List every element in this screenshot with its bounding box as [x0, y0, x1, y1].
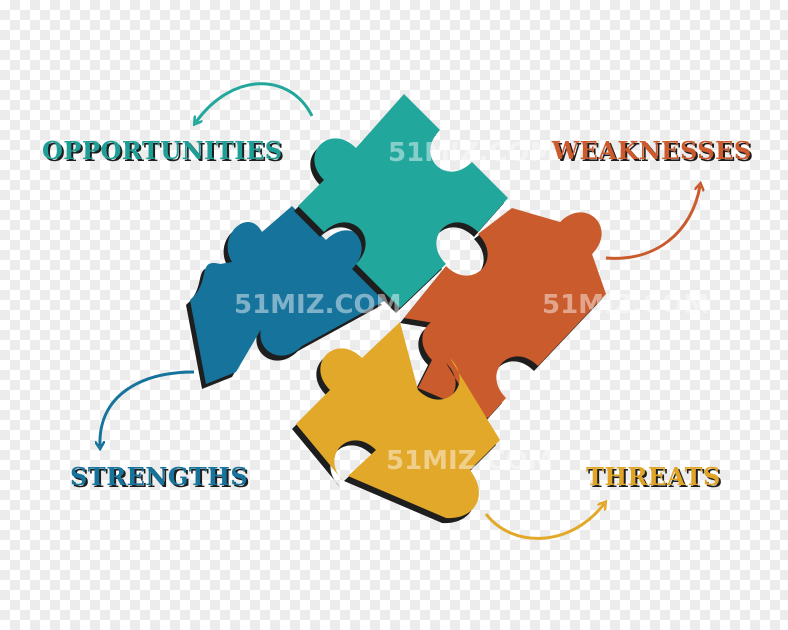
puzzle-piece-blue-icon [186, 206, 386, 389]
opportunities-arrow-icon [196, 82, 314, 122]
strengths-label: STRENGTHS [70, 462, 249, 491]
threats-arrow-icon [484, 504, 604, 540]
opportunities-label: OPPORTUNITIES [42, 136, 283, 165]
puzzle-piece-teal-icon [294, 94, 508, 313]
strengths-arrow-icon [100, 370, 195, 446]
weaknesses-arrow-icon [605, 186, 700, 260]
puzzle-piece-orange-icon [400, 208, 606, 423]
puzzle-piece-yellow-icon [292, 322, 500, 524]
weaknesses-label: WEAKNESSES [552, 136, 752, 165]
threats-label: THREATS [586, 462, 721, 491]
